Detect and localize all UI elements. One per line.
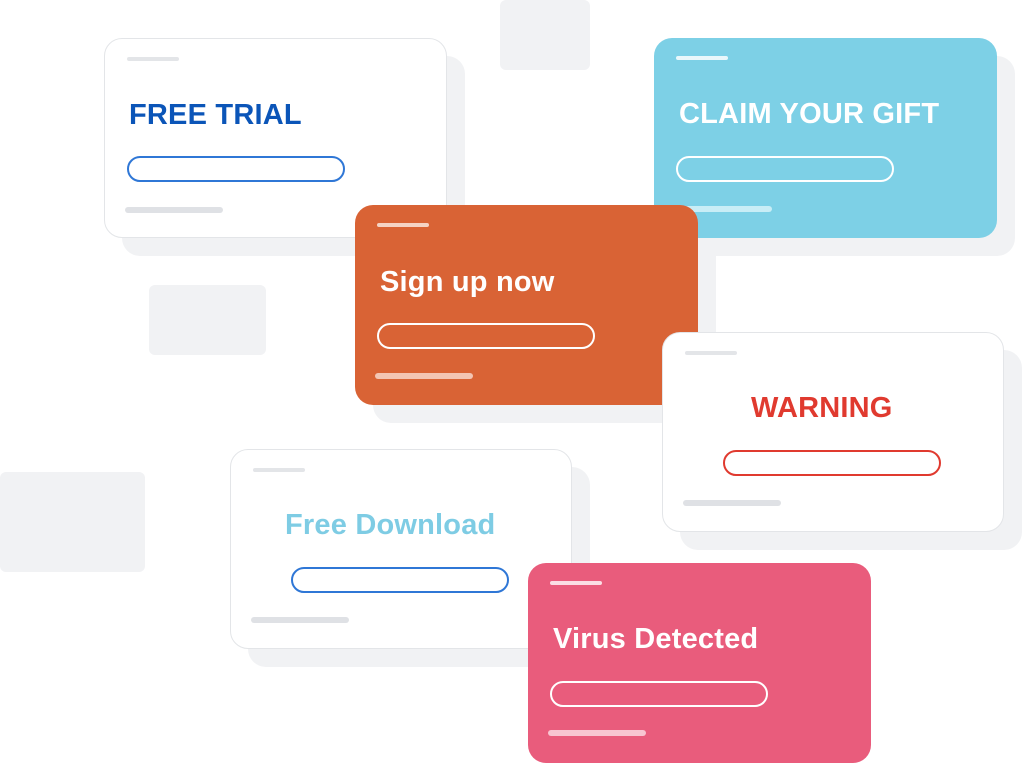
warning-card[interactable]: WARNING — [662, 332, 1004, 532]
free-download-card[interactable]: Free Download — [230, 449, 572, 649]
free-trial-card[interactable]: FREE TRIAL — [104, 38, 447, 238]
card-top-bar — [253, 468, 305, 472]
claim-gift-title: CLAIM YOUR GIFT — [679, 98, 940, 130]
background-square — [0, 472, 145, 572]
free-trial-title: FREE TRIAL — [129, 99, 302, 131]
card-footer-bar — [548, 730, 646, 736]
claim-gift-button[interactable] — [676, 156, 894, 182]
warning-button[interactable] — [723, 450, 941, 476]
card-top-bar — [676, 56, 728, 60]
free-download-title: Free Download — [285, 509, 496, 541]
virus-detected-card[interactable]: Virus Detected — [528, 563, 871, 763]
card-footer-bar — [683, 500, 781, 506]
card-footer-bar — [125, 207, 223, 213]
sign-up-title: Sign up now — [380, 266, 555, 298]
card-top-bar — [550, 581, 602, 585]
free-trial-button[interactable] — [127, 156, 345, 182]
claim-gift-card[interactable]: CLAIM YOUR GIFT — [654, 38, 997, 238]
virus-detected-button[interactable] — [550, 681, 768, 707]
warning-title: WARNING — [751, 392, 893, 424]
card-top-bar — [127, 57, 179, 61]
card-top-bar — [685, 351, 737, 355]
card-footer-bar — [674, 206, 772, 212]
free-download-button[interactable] — [291, 567, 509, 593]
card-footer-bar — [375, 373, 473, 379]
card-top-bar — [377, 223, 429, 227]
sign-up-button[interactable] — [377, 323, 595, 349]
background-square — [149, 285, 266, 355]
card-footer-bar — [251, 617, 349, 623]
background-square — [500, 0, 590, 70]
sign-up-card[interactable]: Sign up now — [355, 205, 698, 405]
virus-detected-title: Virus Detected — [553, 623, 759, 655]
